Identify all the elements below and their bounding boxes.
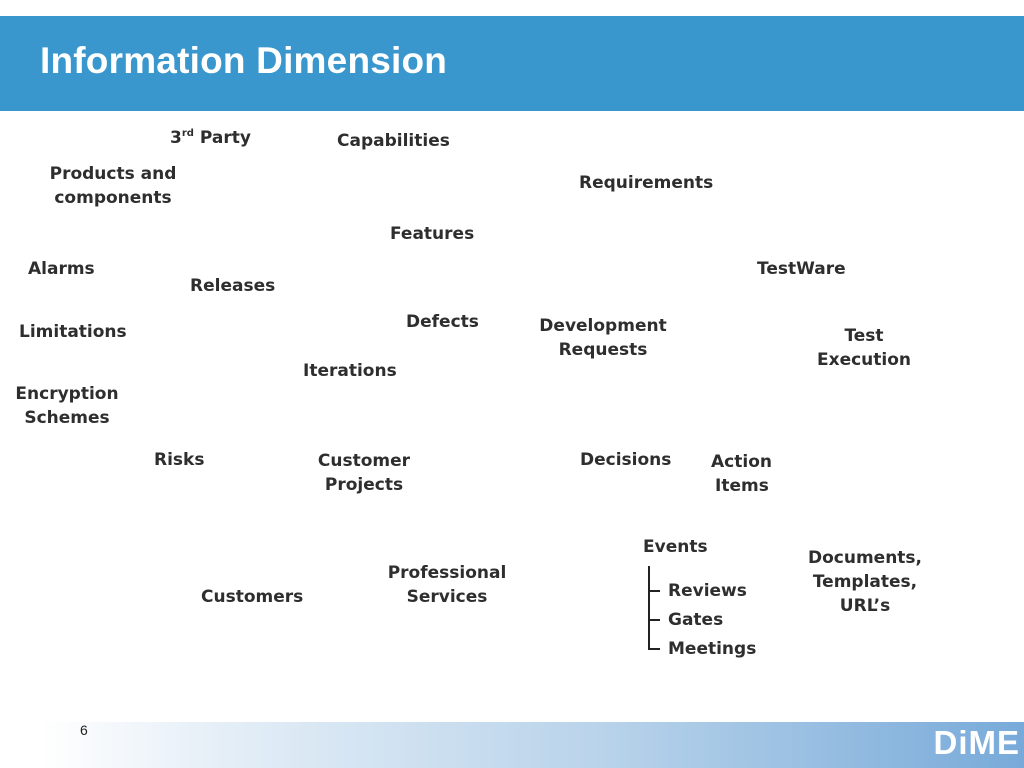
term-line: Test: [844, 326, 884, 346]
bracket-tick: [648, 648, 660, 650]
term-third-party: 3rd Party: [170, 122, 251, 150]
term-test-execution: Test Execution: [810, 324, 918, 372]
bracket-tick: [648, 590, 660, 592]
term-line: Customer: [317, 451, 411, 471]
term-action-items: Action Items: [711, 450, 772, 498]
term-alarms: Alarms: [28, 259, 95, 279]
term-features: Features: [390, 224, 475, 244]
term-line: Items: [715, 476, 769, 496]
term-third-party-number: 3: [170, 128, 182, 148]
term-line: Execution: [816, 350, 912, 370]
term-line: Projects: [324, 475, 404, 495]
term-line: Requests: [558, 340, 648, 360]
term-iterations: Iterations: [303, 361, 397, 381]
term-third-party-suffix: rd: [181, 128, 194, 139]
term-professional-services: Professional Services: [382, 561, 512, 609]
term-testware: TestWare: [757, 259, 846, 279]
term-meetings: Meetings: [668, 639, 757, 659]
term-encryption-schemes: Encryption Schemes: [10, 382, 124, 430]
term-line: Encryption: [15, 384, 119, 404]
term-customers: Customers: [201, 587, 304, 607]
term-development-requests: Development Requests: [538, 314, 668, 362]
slide-header: Information Dimension: [0, 16, 1024, 111]
term-line: Templates,: [812, 572, 918, 592]
dime-logo: DiME: [933, 724, 1020, 761]
term-risks: Risks: [154, 450, 205, 470]
bracket-tick: [648, 619, 660, 621]
page-title: Information Dimension: [40, 40, 448, 81]
events-bracket: [648, 566, 660, 650]
term-line: components: [54, 188, 172, 208]
term-reviews: Reviews: [668, 581, 747, 601]
term-documents-templates-urls: Documents, Templates, URL’s: [800, 546, 930, 618]
term-gates: Gates: [668, 610, 724, 630]
term-line: Products and: [49, 164, 177, 184]
term-defects: Defects: [406, 312, 479, 332]
term-line: Action: [711, 452, 772, 472]
term-capabilities: Capabilities: [337, 131, 450, 151]
term-line: URL’s: [839, 596, 891, 616]
term-line: Services: [406, 587, 488, 607]
term-events: Events: [643, 537, 708, 557]
term-decisions: Decisions: [580, 450, 672, 470]
term-line: Schemes: [24, 408, 110, 428]
term-limitations: Limitations: [19, 322, 127, 342]
term-customer-projects: Customer Projects: [308, 449, 420, 497]
term-releases: Releases: [190, 276, 276, 296]
term-line: Development: [539, 316, 667, 336]
term-line: Documents,: [807, 548, 923, 568]
page-number: 6: [80, 722, 88, 738]
term-products-and-components: Products and components: [48, 162, 178, 210]
term-line: Professional: [387, 563, 507, 583]
term-third-party-label: Party: [193, 128, 251, 148]
term-requirements: Requirements: [579, 173, 714, 193]
slide-footer: [0, 722, 1024, 768]
